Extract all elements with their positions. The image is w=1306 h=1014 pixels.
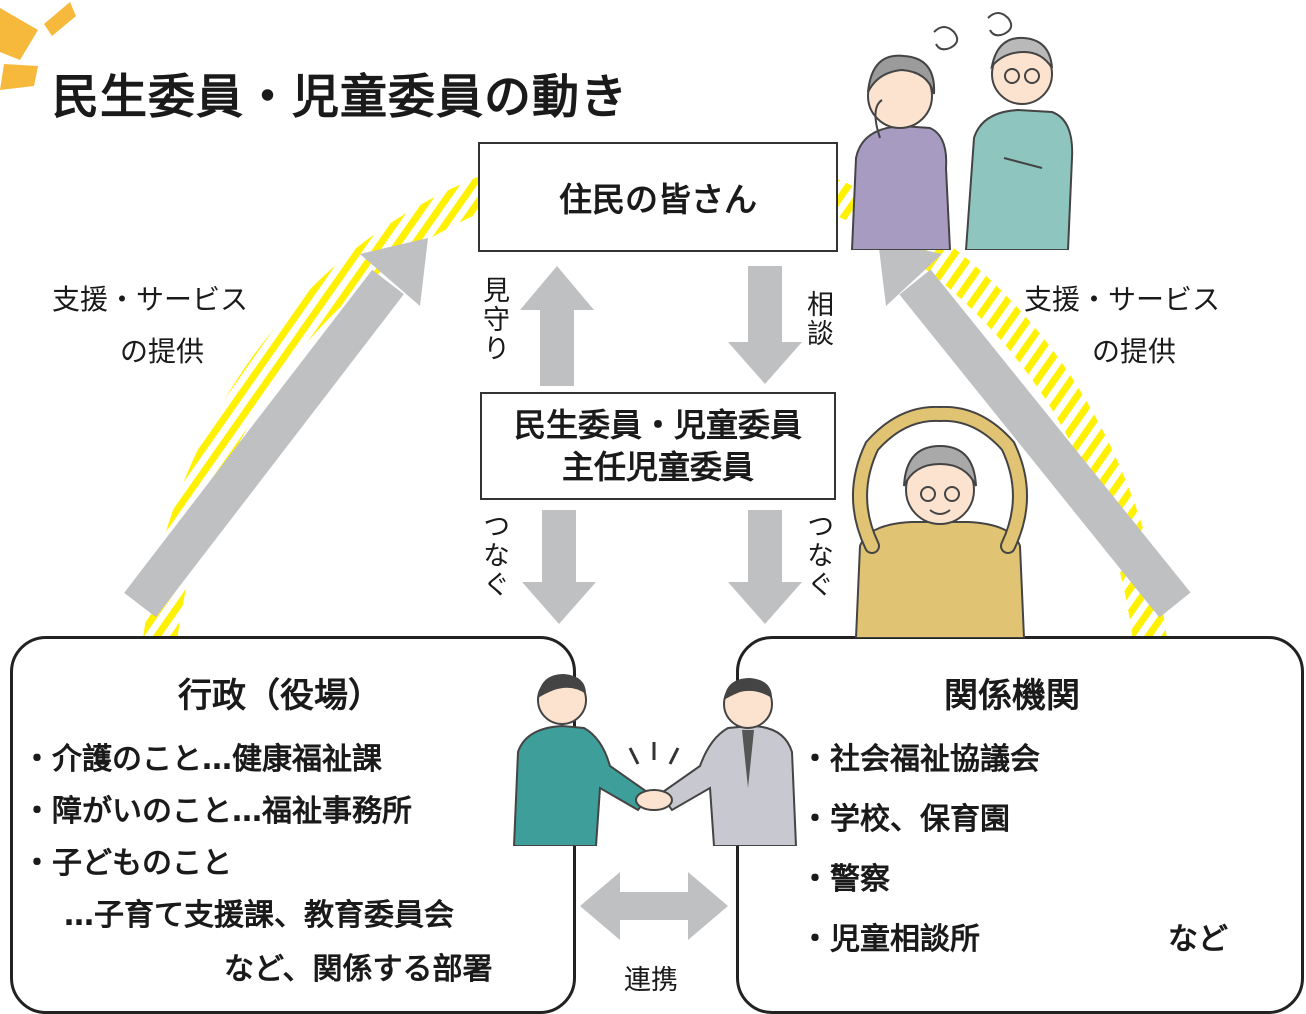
connect-label-left: つなぐ xyxy=(478,512,509,599)
ok-sign-woman-illustration xyxy=(852,406,1028,638)
committee-line2: 主任児童委員 xyxy=(561,448,754,486)
worried-couple-illustration xyxy=(850,12,1074,250)
service-label-right-line1: 支援・サービス xyxy=(1024,283,1221,316)
government-box xyxy=(10,636,576,1014)
burst-icon xyxy=(0,2,76,90)
government-item-children: ・子どものこと xyxy=(22,846,232,881)
arrow-connect-right xyxy=(728,510,802,624)
committee-line1: 民生委員・児童委員 xyxy=(513,406,802,444)
watch-label: 見守り xyxy=(478,276,509,363)
arrow-left-diagonal xyxy=(124,238,428,618)
residents-label: 住民の皆さん xyxy=(559,180,757,219)
arrow-watch-up xyxy=(520,266,594,386)
committee-box: 民生委員・児童委員 主任児童委員 xyxy=(480,392,836,500)
service-label-left-line1: 支援・サービス xyxy=(52,283,249,316)
arrow-consult-down xyxy=(728,266,802,384)
agencies-item-school: ・学校、保育園 xyxy=(800,802,1010,837)
agencies-item-police: ・警察 xyxy=(800,862,890,897)
service-label-right-line2: の提供 xyxy=(1092,335,1177,368)
agencies-item-council: ・社会福祉協議会 xyxy=(800,742,1040,777)
arrow-connect-left xyxy=(522,510,596,624)
residents-box: 住民の皆さん xyxy=(478,142,838,252)
consult-label: 相談 xyxy=(802,290,833,348)
cooperation-label: 連携 xyxy=(624,965,678,996)
agencies-suffix: など xyxy=(1168,922,1228,957)
government-heading: 行政（役場） xyxy=(178,676,382,716)
government-item-children-detail: …子育て支援課、教育委員会 xyxy=(64,898,454,933)
government-item-care: ・介護のこと…健康福祉課 xyxy=(22,742,382,777)
government-item-disability: ・障がいのこと…福祉事務所 xyxy=(22,794,412,829)
arrow-cooperation xyxy=(580,872,728,940)
service-label-left-line2: の提供 xyxy=(120,335,205,368)
handshake-illustration xyxy=(512,674,798,846)
arrow-right-diagonal xyxy=(878,240,1191,618)
agencies-item-child-consultation: ・児童相談所 xyxy=(800,922,980,957)
page-title: 民生委員・児童委員の動き xyxy=(52,70,628,125)
agencies-heading: 関係機関 xyxy=(944,676,1080,716)
government-item-etc: など、関係する部署 xyxy=(224,952,493,987)
connect-label-right: つなぐ xyxy=(802,512,833,599)
